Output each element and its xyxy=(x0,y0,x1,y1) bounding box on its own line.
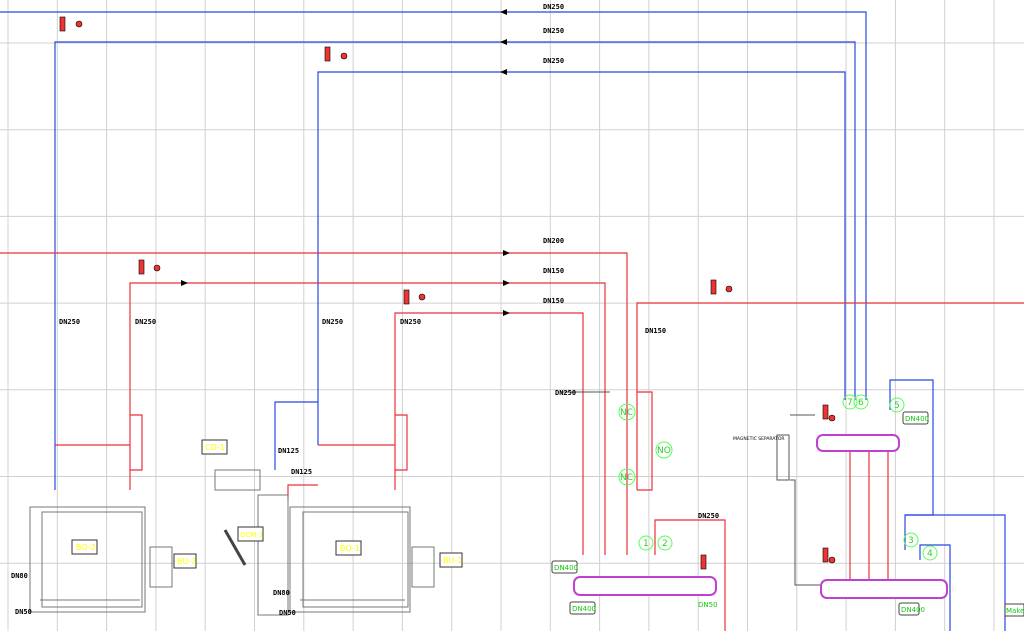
deaerator-tag: GCM-1 xyxy=(240,531,263,539)
header-tag: DN400 xyxy=(901,606,925,614)
utility-pipes xyxy=(560,391,820,586)
pipe-label: DN250 xyxy=(543,3,564,11)
header-tag: DN400 xyxy=(554,564,578,572)
burner2-tag: BU-2 xyxy=(177,557,196,566)
pipe-label: DN250 xyxy=(59,318,80,326)
valve-tags: NC NC NO 1 2 3 4 5 6 7 xyxy=(618,394,938,561)
supply-pipes xyxy=(0,252,1024,631)
pump-tag: CD-1 xyxy=(205,443,225,452)
equipment-tags: BO-2 BU-2 BO-1 BU-1 CD-1 GCM-1 DN400 DN4… xyxy=(71,411,1024,617)
pipe-label: DN250 xyxy=(698,512,719,520)
pipe-label: DN250 xyxy=(322,318,343,326)
pipe-label: DN150 xyxy=(645,327,666,335)
pipe-label: DN125 xyxy=(291,468,312,476)
pipe-size-labels: DN250 DN250 DN250 DN200 DN150 DN150 DN25… xyxy=(11,3,719,617)
header-right-upper xyxy=(816,434,900,452)
valve-tag: NO xyxy=(657,446,671,456)
pipe-label: DN200 xyxy=(543,237,564,245)
gauges xyxy=(59,16,836,570)
valve-tag: 1 xyxy=(643,539,649,549)
boiler1-tag: BO-1 xyxy=(340,544,360,553)
headers xyxy=(573,434,948,599)
header-right-lower xyxy=(820,579,948,599)
flow-arrows xyxy=(181,9,510,316)
burner1-tag: BU-1 xyxy=(443,556,462,565)
valve-tag: 3 xyxy=(908,536,914,546)
drain-tag: DN50 xyxy=(698,601,718,609)
boiler-2 xyxy=(29,506,173,613)
pipe-label: DN250 xyxy=(135,318,156,326)
pipe-label: DN125 xyxy=(278,447,299,455)
pipe-label: DN250 xyxy=(555,389,576,397)
valve-tag: 6 xyxy=(858,398,864,408)
pipe-label: DN150 xyxy=(543,297,564,305)
pipe-label: DN250 xyxy=(400,318,421,326)
pipe-label: DN250 xyxy=(543,57,564,65)
valve-tag: 2 xyxy=(662,539,668,549)
header-tag: DN400 xyxy=(572,605,596,613)
valve-tag: 7 xyxy=(847,398,853,408)
pipe-label: DN80 xyxy=(11,572,28,580)
pipe-label: DN50 xyxy=(279,609,296,617)
valve-tag: 4 xyxy=(927,549,933,559)
valve-tag: NC xyxy=(620,408,633,418)
valve-tag: 5 xyxy=(894,401,900,411)
header-lower-left xyxy=(573,576,717,596)
separator-label: MAGNETIC SEPARATOR xyxy=(733,436,785,442)
pipe-label: DN80 xyxy=(273,589,290,597)
boiler2-tag: BO-2 xyxy=(76,543,96,552)
makeup-tag: Make up xyxy=(1006,607,1024,615)
boiler-1 xyxy=(214,469,435,616)
pipe-label: DN50 xyxy=(15,608,32,616)
valve-tag: NC xyxy=(620,473,633,483)
return-pipes xyxy=(0,11,1006,631)
pipe-label: DN250 xyxy=(543,27,564,35)
pipe-label: DN150 xyxy=(543,267,564,275)
header-tag: DN400 xyxy=(905,415,929,423)
